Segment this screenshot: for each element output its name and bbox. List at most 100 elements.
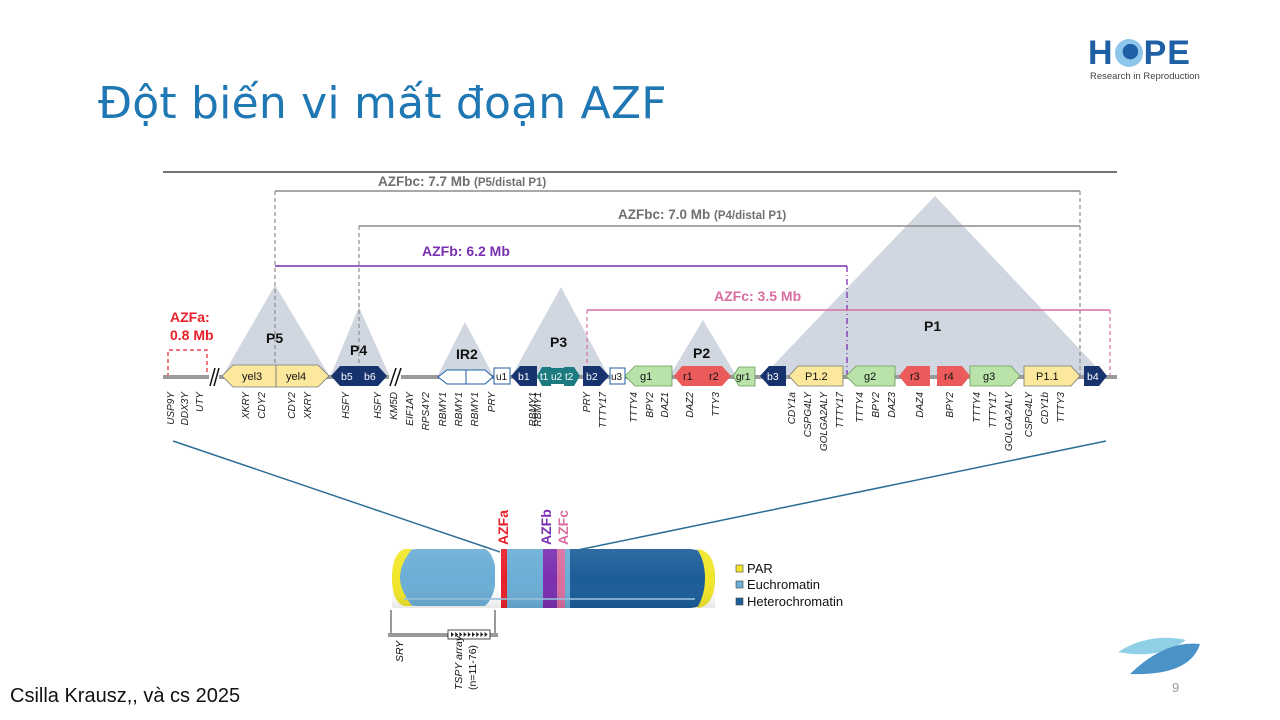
gene-label: PRY [582,391,593,413]
tspy-repeat-mark [480,632,484,637]
gene-label: DAZ3 [887,392,898,418]
amplicon-r3-label: r3 [910,371,920,383]
amplicon-p1-1 [1023,365,1081,387]
tspy-repeat-mark [455,632,459,637]
amplicon-u1 [493,367,511,385]
amplicon-u3-label: u3 [611,372,623,383]
gene-label: TTTY4 [855,392,866,423]
gene-label: RBMY1 [528,392,539,426]
amplicon-b3 [760,366,786,386]
amplicon-r2-label: r2 [709,371,719,383]
zoom-line-left [172,440,501,553]
bracket-azfc: AZFc: 3.5 Mb [586,288,1111,377]
logo-tagline: Research in Reproduction [1090,71,1200,82]
gene-label: BPY2 [871,392,882,418]
tspy-repeat-mark [459,632,463,637]
gene-label: UTY [195,391,206,412]
gene-label: KM5D [389,392,400,420]
palindrome-p3-triangle [511,287,609,377]
amplicon-r1-label: r1 [683,371,693,383]
bracket-azfa: AZFa: 0.8 Mb [167,309,214,377]
amplicon-r3 [899,366,930,386]
azfbc-p5-bold: AZFbc: 7.7 Mb [378,174,470,189]
y-chromosome [392,549,715,608]
amplicon-r4 [937,366,970,386]
amplicon-g1-label: g1 [640,371,652,383]
amplicon-u2 [551,368,564,384]
gene-label: TTTY17 [835,392,846,429]
amplicon-b6 [359,366,387,386]
gene-label: HSFY [373,391,384,419]
gene-label: GOLGA2ALY [1004,391,1015,451]
page-number: 9 [1172,680,1180,695]
amplicon-b1-label: b1 [518,371,530,383]
tspy-repeat-mark [463,632,467,637]
gene-label: HSFY [341,391,352,419]
gene-label: TTTY4 [629,392,640,423]
amplicon-b4 [1084,366,1107,386]
slide-title: Đột biến vi mất đoạn AZF [98,78,667,129]
gene-label: CDY1b [1040,392,1051,425]
amplicon-r4-label: r4 [944,371,954,383]
chromosome-azfc-label: AZFc [555,510,571,545]
leaf-logo [1118,637,1200,675]
gene-label: XKRY [303,391,314,420]
amplicon-g2 [845,365,896,387]
palindrome-ir2-label: IR2 [456,346,478,362]
chromosome-legend: PAR Euchromatin Heterochromatin [735,561,843,609]
gene-label: TTTY4 [972,392,983,423]
amplicon-g3-label: g3 [983,371,995,383]
amplicon-p1-2-label: P1.2 [805,371,828,383]
azfbc-p4-rest: (P4/distal P1) [714,210,786,222]
gene-label: DAZ1 [660,392,671,418]
short-arm-detail: SRY TSPY array (n=11-76) [388,610,498,690]
sry-label: SRY [394,640,406,662]
track-break-left [209,367,220,387]
azfa-label-line2: 0.8 Mb [170,327,214,343]
palindrome-p2-triangle [669,320,737,377]
azfc-label: AZFc: 3.5 Mb [714,288,801,304]
legend-euchromatin-swatch [735,580,744,589]
bracket-azfbc-p4: AZFbc: 7.0 Mb (P4/distal P1) [358,205,1080,377]
palindrome-p5-label: P5 [266,330,283,346]
amplicon-r1 [674,366,702,386]
gene-label: BPY2 [945,392,956,418]
gene-label: TTY3 [711,392,722,417]
tspy-repeat-mark [467,632,471,637]
azfa-label-line1: AZFa: [170,309,210,325]
gene-label: GOLGA2ALY [819,391,830,451]
legend-heterochromatin-label: Heterochromatin [747,594,843,609]
amplicon-t2-label: t2 [565,372,574,383]
tspy-repeat-mark [451,632,454,637]
gene-label: DDX3Y [180,391,191,426]
gene-label: TTTY17 [598,392,609,429]
logo-suffix: PE [1143,34,1191,72]
palindrome-ir2-triangle [437,322,494,377]
amplicon-yel4 [275,364,330,388]
tspy-label-line2: (n=11-76) [467,645,479,690]
palindrome-p5-triangle [222,285,330,377]
palindrome-p2-label: P2 [693,345,710,361]
amplicon-p1-2 [788,365,844,387]
amplicon-u1-label: u1 [496,372,508,383]
gene-label: PRY [487,391,498,413]
gene-label: TTTY3 [1056,392,1067,423]
chromosome-azfa-label: AZFa [495,510,511,545]
gene-label: EIF1AY [405,391,416,426]
amplicon-gr1-label: gr1 [736,372,751,383]
eye-icon [1114,39,1143,67]
tspy-repeat-mark [484,632,488,637]
bracket-azfbc-p5: AZFbc: 7.7 Mb (P5/distal P1) [274,173,1081,377]
amplicon-r2 [702,366,731,386]
gene-label: RBMY1 [438,392,449,426]
gene-label: BPY2 [645,392,656,418]
palindrome-p3-label: P3 [550,334,567,350]
amplicon-b2 [583,366,609,386]
legend-par-swatch [735,564,744,573]
amplicon-b2-label: b2 [586,371,598,383]
amplicon-gr1 [732,366,756,387]
